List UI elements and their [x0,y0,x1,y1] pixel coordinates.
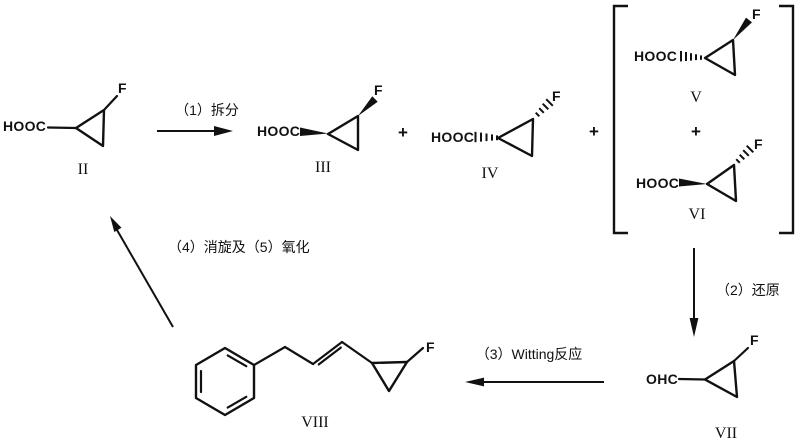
structure-v: HOOC F V [634,6,761,106]
step3-label: （3）Witting反应 [476,346,583,362]
atom-label-hooc: HOOC [636,175,679,191]
bold-wedge-bond [679,178,707,187]
structure-iv: HOOC F IV [431,88,561,182]
left-bracket [612,4,628,235]
compound-label-iii: III [315,159,331,176]
bond [46,126,78,130]
hashed-wedge-bond [474,131,498,143]
structure-viii: F VIII [194,339,435,431]
structure-vi: HOOC F VI [636,136,763,223]
bold-wedge-bond [733,17,752,40]
structure-ii: HOOC F II [3,80,127,178]
atom-label-hooc: HOOC [3,118,46,134]
cyclopropane-ring [74,108,106,148]
compound-label-iv: IV [482,165,499,182]
atom-label-f: F [752,6,761,22]
atom-label-f: F [750,332,759,348]
step1-label: （1）拆分 [175,102,239,118]
bond [283,345,315,366]
double-bond [311,340,344,366]
arrow-head [214,126,233,136]
bond [732,346,750,363]
atom-label-hooc: HOOC [634,48,677,64]
atom-label-hooc: HOOC [257,123,300,139]
atom-label-f: F [552,88,561,104]
plus-sign: + [691,122,701,141]
benzene-double-bonds [199,354,248,409]
atom-label-hooc: HOOC [431,129,474,145]
hashed-wedge-bond [680,51,702,62]
cyclopropane-ring [705,163,738,203]
arrow-head [465,377,484,387]
compound-label-viii: VIII [301,414,329,431]
plus-sign: + [589,122,599,141]
bond [102,94,119,112]
bond [252,345,287,367]
step2-label: （2）还原 [716,282,780,298]
arrow-step3: （3）Witting反应 [465,346,604,387]
hashed-wedge-bond [735,144,755,164]
bond [340,340,374,365]
cyclopropane-ring [370,360,409,393]
atom-label-f: F [374,82,383,98]
arrow-step2: （2）还原 [689,248,780,337]
arrow-head [110,216,122,232]
arrow-step1: （1）拆分 [157,102,239,136]
structure-vii: OHC F VII [646,332,759,442]
bold-wedge-bond [358,96,378,116]
cyclopropane-ring [703,38,737,77]
atom-label-f: F [118,80,127,96]
compound-label-vii: VII [715,425,737,442]
atom-label-f: F [426,339,435,355]
atom-label-f: F [754,136,763,152]
compound-label-vi: VI [689,206,706,223]
right-bracket [779,4,795,235]
structure-iii: HOOC F III [257,82,383,176]
step45-label: （4）消旋及（5）氧化 [168,239,310,255]
cyclopropane-ring [326,114,360,152]
atom-label-ohc: OHC [646,371,678,387]
bond [677,377,707,381]
compound-label-v: V [690,89,702,106]
bold-wedge-bond [300,127,328,136]
arrow-line [116,229,174,328]
double-bond [317,346,342,366]
arrow-head [689,318,699,337]
hashed-wedge-bond [534,98,554,118]
benzene-ring [194,346,256,417]
arrow-step45: （4）消旋及（5）氧化 [110,216,310,328]
cyclopropane-ring [703,359,739,399]
plus-sign: + [398,123,408,142]
bond [405,346,425,364]
compound-label-ii: II [78,161,89,178]
cyclopropane-ring [496,117,535,158]
